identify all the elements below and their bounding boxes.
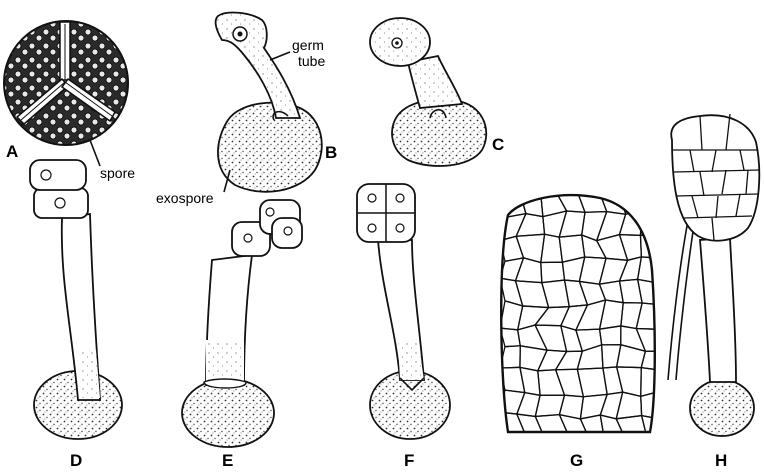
label-f: F [404, 451, 414, 470]
panel-h-filament [668, 114, 760, 436]
cell [30, 160, 86, 190]
panel-f-filament [357, 184, 450, 439]
protonema-tube [700, 238, 736, 382]
label-c: C [492, 135, 504, 154]
cell-plate [671, 115, 759, 240]
label-b: B [325, 143, 337, 162]
exospore-body [370, 371, 450, 439]
panel-d-filament [30, 160, 122, 439]
label-g: G [570, 451, 583, 470]
label-d: D [70, 451, 82, 470]
annotation-germ: germ [292, 37, 324, 53]
tube-cell [408, 56, 462, 108]
rhizoid [676, 212, 696, 380]
annotation-exospore: exospore [156, 190, 214, 206]
rhizoid [668, 210, 690, 380]
annotation-spore: spore [100, 165, 135, 181]
panel-a-spore [4, 21, 128, 166]
panel-c-germinating-spore [370, 18, 486, 166]
label-e: E [222, 451, 233, 470]
germ-tube [216, 13, 300, 118]
panel-e-filament [182, 200, 302, 447]
exospore-body [218, 103, 322, 192]
prothallus-cell [636, 192, 665, 218]
annotation-tube: tube [298, 53, 325, 69]
label-a: A [6, 142, 18, 161]
label-h: H [715, 451, 727, 470]
prothallus-cell [640, 211, 665, 236]
spore-leader-line [90, 140, 100, 166]
exospore-body [690, 380, 754, 436]
panel-g-prothallus [500, 192, 665, 438]
exospore-body [182, 379, 274, 447]
germ-tube-leader-line [270, 52, 290, 60]
